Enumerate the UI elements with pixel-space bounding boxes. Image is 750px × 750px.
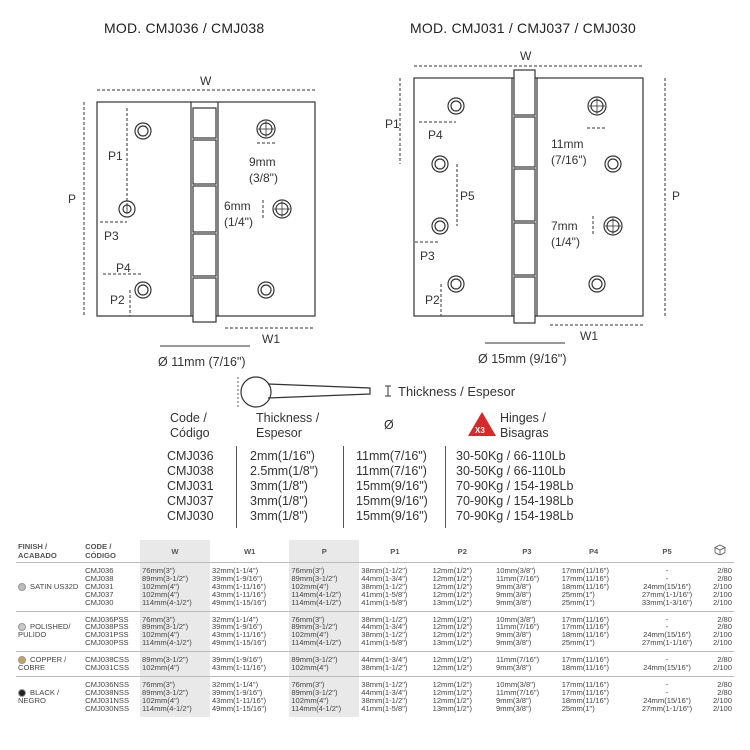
spec-header-code: Code / Código: [170, 411, 210, 440]
finish-cell-w: 76mm(3")89mm(3-1/2")102mm(4")102mm(4")11…: [140, 562, 210, 612]
finish-label: BLACK / NEGRO: [16, 676, 84, 717]
finish-table-header: FINISH / ACABADO CODE / CÓDIGO W W1 P P1…: [16, 540, 734, 563]
finish-cell-p2: 12mm(1/2")12mm(1/2")12mm(1/2")12mm(1/2")…: [430, 562, 495, 612]
spec-divider: [343, 446, 344, 528]
finish-label: COPPER / COBRE: [16, 651, 84, 677]
finish-cell-p2: 12mm(1/2")12mm(1/2"): [430, 651, 495, 677]
finish-cell-p1: 38mm(1-1/2")44mm(1-3/4")38mm(1-1/2")41mm…: [359, 676, 431, 717]
right-p-label: P: [672, 189, 680, 203]
finish-cell-p2: 12mm(1/2")12mm(1/2")12mm(1/2")13mm(1/2"): [430, 676, 495, 717]
package-icon: [706, 540, 734, 563]
left-hole1-mm: 9mm: [249, 155, 276, 169]
pin-thickness-label: Thickness / Espesor: [398, 384, 516, 399]
right-p5-label: P5: [460, 189, 475, 203]
finish-cell-p3: 10mm(3/8")11mm(7/16")9mm(3/8")9mm(3/8")9…: [494, 562, 560, 612]
right-pin-diameter: Ø 15mm (9/16"): [478, 352, 567, 366]
right-p4-label: P4: [428, 128, 443, 142]
right-hole2-mm: 7mm: [551, 219, 578, 233]
finish-cell-p3: 11mm(7/16")9mm(3/8"): [494, 651, 560, 677]
finish-cell-w: 76mm(3")89mm(3-1/2")102mm(4")114mm(4-1/2…: [140, 676, 210, 717]
finish-cell-p4: 17mm(11/16")17mm(11/16")18mm(11/16")25mm…: [559, 676, 628, 717]
spec-thickness: 2mm(1/16")2.5mm(1/8")3mm(1/8")3mm(1/8")3…: [250, 449, 319, 523]
left-w-label: W: [200, 74, 212, 88]
right-hole2-in: (1/4"): [551, 235, 580, 249]
left-hinge-diagram: W P P1 P2 P3 P4 W1 9mm (3/8") 6mm (1/4")…: [68, 74, 316, 369]
finish-cell-w1: 32mm(1-1/4")39mm(1-9/16")43mm(1-11/16")4…: [209, 676, 290, 717]
finish-cell-w: 89mm(3-1/2")102mm(4"): [140, 651, 210, 677]
finish-cell-p1: 44mm(1-3/4")38mm(1-1/2"): [359, 651, 431, 677]
pin-diagram: Ø Thickness / Espesor: [230, 376, 516, 408]
finish-cell-p1: 38mm(1-1/2")44mm(1-3/4")38mm(1-1/2")41mm…: [359, 562, 431, 612]
right-p1-label: P1: [385, 117, 400, 131]
finish-swatch-icon: [18, 582, 26, 591]
finish-cell-p: 76mm(3")89mm(3-1/2")102mm(4")114mm(4-1/2…: [289, 610, 360, 652]
left-w1-label: W1: [262, 332, 280, 346]
right-p3-label: P3: [420, 249, 435, 263]
finish-cell-p5: --24mm(15/16")27mm(1-1/16"): [627, 676, 707, 717]
left-hole2-in: (1/4"): [224, 215, 253, 229]
spec-diameter: 11mm(7/16")11mm(7/16")15mm(9/16")15mm(9/…: [356, 449, 428, 523]
right-w1-label: W1: [580, 329, 598, 343]
finish-cell-p5: --24mm(15/16")27mm(1-1/16")33mm(1-3/16"): [627, 562, 707, 612]
spec-header-hinges: Hinges / Bisagras: [500, 411, 549, 440]
finish-cell-w: 76mm(3")89mm(3-1/2")102mm(4")114mm(4-1/2…: [140, 610, 210, 652]
left-model-title: MOD. CMJ036 / CMJ038: [104, 20, 265, 36]
left-p3-label: P3: [104, 229, 119, 243]
warning-x3-icon: X3: [468, 412, 496, 436]
right-p2-label: P2: [425, 293, 440, 307]
left-p2-label: P2: [110, 293, 125, 307]
finish-cell-p2: 12mm(1/2")12mm(1/2")12mm(1/2")13mm(1/2"): [430, 610, 495, 652]
finish-cell-p4: 17mm(11/16")17mm(11/16")18mm(11/16")25mm…: [559, 610, 628, 652]
finish-table: FINISH / ACABADO CODE / CÓDIGO W W1 P P1…: [16, 540, 734, 717]
spec-header-diameter: Ø: [384, 418, 394, 432]
finish-cell-w1: 32mm(1-1/4")39mm(1-9/16")43mm(1-11/16")4…: [209, 610, 290, 652]
svg-text:X3: X3: [475, 426, 485, 435]
finish-cell-p1: 38mm(1-1/2")44mm(1-3/4")38mm(1-1/2")41mm…: [359, 610, 431, 652]
finish-cell-p: 76mm(3")89mm(3-1/2")102mm(4")114mm(4-1/2…: [289, 676, 360, 717]
finish-label: POLISHED/ PULIDO: [16, 610, 84, 652]
finish-cell-p3: 10mm(3/8")11mm(7/16")9mm(3/8")9mm(3/8"): [494, 676, 560, 717]
left-hole1-in: (3/8"): [249, 171, 278, 185]
spec-header-thickness: Thickness / Espesor: [256, 411, 320, 440]
finish-cell-w1: 32mm(1-1/4")39mm(1-9/16")43mm(1-11/16")4…: [209, 562, 290, 612]
right-hole1-mm: 11mm: [551, 137, 583, 151]
right-hole1-in: (7/16"): [551, 153, 587, 167]
finish-cell-p: 76mm(3")89mm(3-1/2")102mm(4")114mm(4-1/2…: [289, 562, 360, 612]
left-p-label: P: [68, 192, 76, 206]
finish-cell-p5: -24mm(15/16"): [627, 651, 707, 677]
right-model-title: MOD. CMJ031 / CMJ037 / CMJ030: [410, 20, 636, 36]
left-pin-diameter: Ø 11mm (7/16"): [158, 355, 246, 369]
left-p1-label: P1: [108, 149, 123, 163]
right-hinge-diagram: W P P1 P2 P3 P4 P5 W1 11mm (7/16") 7mm (…: [385, 49, 680, 366]
finish-cell-p: 89mm(3-1/2")102mm(4"): [289, 651, 360, 677]
finish-cell-p5: --24mm(15/16")27mm(1-1/16"): [627, 610, 707, 652]
finish-cell-p4: 17mm(11/16")18mm(11/16"): [559, 651, 628, 677]
spec-divider: [445, 446, 446, 528]
spec-divider: [236, 446, 237, 528]
finish-label: SATIN US32D: [16, 562, 84, 612]
finish-cell-p4: 17mm(11/16")17mm(11/16")18mm(11/16")25mm…: [559, 562, 628, 612]
left-hole2-mm: 6mm: [224, 199, 251, 213]
finish-cell-p3: 10mm(3/8")11mm(7/16")9mm(3/8")9mm(3/8"): [494, 610, 560, 652]
finish-cell-w1: 39mm(1-9/16")43mm(1-11/16"): [209, 651, 290, 677]
right-w-label: W: [520, 49, 532, 63]
left-p4-label: P4: [116, 261, 131, 275]
